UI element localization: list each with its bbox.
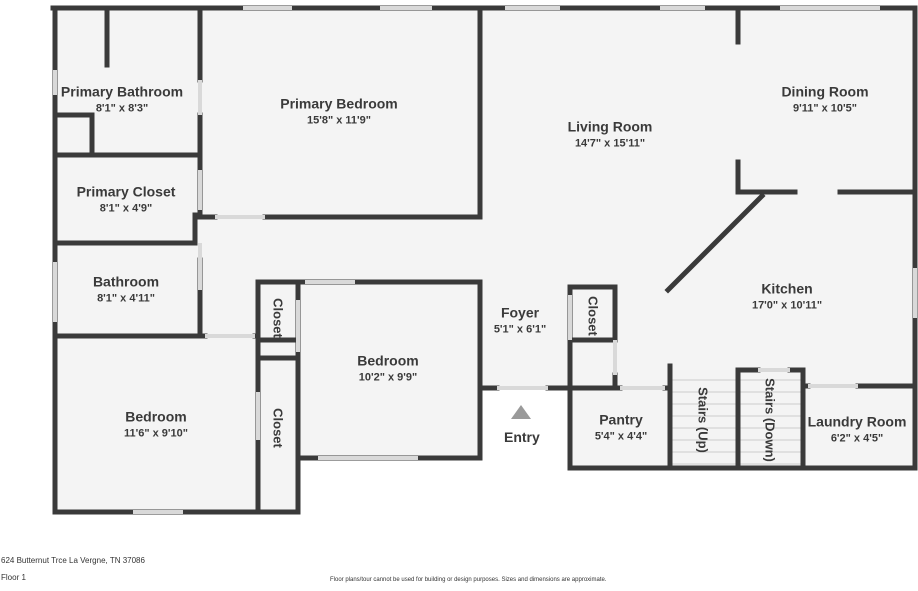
room-label: Bathroom 8'1" x 4'11" (93, 274, 159, 305)
room-dimensions: 9'11" x 10'5" (792, 102, 857, 115)
room-label: Primary Bathroom 8'1" x 8'3" (61, 84, 183, 115)
room-label: Closet (271, 408, 286, 448)
room-label: Closet (586, 296, 601, 336)
room-name: Stairs (Down) (762, 378, 778, 462)
room-dimensions: 8'1" x 4'11" (97, 292, 155, 305)
room-name: Primary Bathroom (60, 83, 184, 100)
room-dimensions: 17'0" x 10'11" (751, 299, 823, 312)
room-name: Bedroom (357, 352, 419, 369)
room-name: Kitchen (761, 280, 813, 297)
room-label: Bedroom 10'2" x 9'9" (357, 353, 418, 384)
room-label: Pantry 5'4" x 4'4" (595, 412, 647, 443)
room-label: Bedroom 11'6" x 9'10" (124, 409, 188, 440)
room-dimensions: 5'4" x 4'4" (594, 430, 648, 443)
room-label: Primary Bedroom 15'8" x 11'9" (280, 96, 397, 127)
room-name: Bedroom (125, 408, 187, 425)
room-label: Primary Closet 8'1" x 4'9" (77, 184, 176, 215)
disclaimer: Floor plans/tour cannot be used for buil… (330, 577, 607, 583)
floor-label: Floor 1 (1, 573, 26, 582)
room-dimensions: 5'1" x 6'1" (493, 323, 547, 336)
room-label: Laundry Room 6'2" x 4'5" (808, 414, 907, 445)
room-dimensions: 11'6" x 9'10" (124, 427, 188, 440)
address: 624 Butternut Trce La Vergne, TN 37086 (1, 556, 145, 565)
room-name: Closet (585, 296, 601, 336)
room-label: Closet (271, 298, 286, 338)
entry-arrow-icon (511, 405, 531, 419)
wall (664, 192, 766, 294)
room-label: Dining Room 9'11" x 10'5" (781, 84, 868, 115)
room-label: Living Room 14'7" x 15'11" (568, 119, 653, 150)
room-label: Stairs (Down) (763, 378, 778, 462)
room-dimensions: 10'2" x 9'9" (358, 371, 418, 384)
room-name: Living Room (567, 118, 653, 135)
room-name: Foyer (500, 304, 540, 321)
room-name: Closet (270, 298, 286, 338)
room-dimensions: 15'8" x 11'9" (306, 114, 371, 127)
room-label: Kitchen 17'0" x 10'11" (752, 281, 822, 312)
room-label: Foyer 5'1" x 6'1" (494, 305, 546, 336)
room-name: Laundry Room (807, 413, 907, 430)
room-dimensions: 6'2" x 4'5" (830, 432, 884, 445)
room-dimensions: 14'7" x 15'11" (574, 137, 646, 150)
room-dimensions: 8'1" x 4'9" (99, 202, 153, 215)
entry-label: Entry (504, 429, 540, 445)
room-name: Dining Room (781, 83, 869, 100)
room-name: Primary Bedroom (280, 95, 398, 112)
room-dimensions: 8'1" x 8'3" (95, 102, 149, 115)
room-name: Primary Closet (76, 183, 176, 200)
room-name: Bathroom (92, 273, 160, 290)
room-name: Stairs (Up) (695, 387, 711, 453)
room-label: Stairs (Up) (696, 387, 711, 453)
house-floor (55, 8, 915, 512)
room-name: Closet (270, 408, 286, 448)
room-name: Pantry (599, 411, 643, 428)
